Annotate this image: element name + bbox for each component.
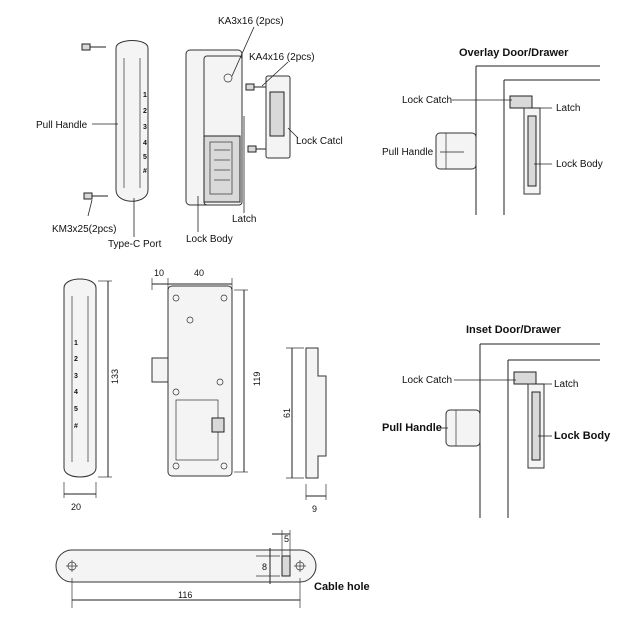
pull-handle-icon xyxy=(115,40,149,202)
mounting-plate-view: 116 5 8 Cable hole xyxy=(55,530,370,608)
lock-catch-icon xyxy=(265,75,291,159)
plate-height-dim: 8 xyxy=(262,562,267,572)
inset-pull-handle-label: Pull Handle xyxy=(382,422,442,434)
inset-lock-body-label: Lock Body xyxy=(554,430,611,442)
overlay-door-diagram: Overlay Door/Drawer Lock Catch Latch Pul… xyxy=(382,47,603,215)
screw-side-label: KA4x16 (2pcs) xyxy=(249,52,315,63)
lock-catch-label: Lock Catcl xyxy=(296,136,343,147)
top-screw-icon xyxy=(81,43,106,51)
inset-lock-body-icon xyxy=(527,383,545,469)
screw-top-label: KA3x16 (2pcs) xyxy=(218,16,284,27)
front-key-3: 3 xyxy=(74,373,78,380)
overlay-lock-catch-label: Lock Catch xyxy=(402,95,452,106)
overlay-lock-body-icon xyxy=(523,107,541,195)
overlay-lock-body-label: Lock Body xyxy=(556,159,603,170)
front-key-1: 1 xyxy=(74,340,78,347)
overlay-latch-label: Latch xyxy=(556,103,580,114)
inset-pull-handle-icon xyxy=(445,409,481,447)
cable-hole-icon xyxy=(281,555,291,577)
key-4: 4 xyxy=(143,140,147,147)
latch-label: Latch xyxy=(232,214,256,225)
overlay-pull-handle-icon xyxy=(435,132,477,170)
inset-title: Inset Door/Drawer xyxy=(466,324,561,336)
lock-body-dimension-view: 10 40 119 xyxy=(151,268,262,477)
lock-body-label: Lock Body xyxy=(186,234,233,245)
front-key-5: 5 xyxy=(74,406,78,413)
overlay-pull-handle-label: Pull Handle xyxy=(382,147,434,158)
catch-depth-dim: 9 xyxy=(312,504,317,514)
bottom-screw-icon xyxy=(83,192,108,200)
handle-height-dim: 133 xyxy=(110,369,120,384)
handle-width-dim: 20 xyxy=(71,502,81,512)
handle-keypad: 1 2 3 4 5 # xyxy=(143,92,147,175)
handle-dimension-view: 1 2 3 4 5 # 133 20 xyxy=(63,278,120,512)
front-key-2: 2 xyxy=(74,356,78,363)
key-hash: # xyxy=(143,168,147,175)
front-key-hash: # xyxy=(74,423,78,430)
body-height-dim: 119 xyxy=(252,372,262,386)
inset-door-diagram: Inset Door/Drawer Lock Catch Latch Pull … xyxy=(382,324,611,518)
inset-lock-catch-label: Lock Catch xyxy=(402,375,452,386)
body-width-dim: 40 xyxy=(194,268,204,278)
lock-catch-dimension-view: 61 9 xyxy=(282,347,327,514)
key-2: 2 xyxy=(143,108,147,115)
body-offset-dim: 10 xyxy=(154,268,164,278)
type-c-label: Type-C Port xyxy=(108,239,162,250)
exploded-view: 1 2 3 4 5 # xyxy=(36,16,343,250)
pull-handle-label: Pull Handle xyxy=(36,120,88,131)
key-3: 3 xyxy=(143,124,147,131)
key-1: 1 xyxy=(143,92,147,99)
overlay-lock-catch-icon xyxy=(509,95,533,109)
screw-bottom-label: KM3x25(2pcs) xyxy=(52,224,116,235)
inset-latch-label: Latch xyxy=(554,379,578,390)
plate-offset-dim: 5 xyxy=(284,534,289,544)
inset-lock-catch-icon xyxy=(513,371,537,385)
front-key-4: 4 xyxy=(74,389,78,396)
cable-hole-label: Cable hole xyxy=(314,581,370,593)
overlay-title: Overlay Door/Drawer xyxy=(459,47,569,59)
plate-length-dim: 116 xyxy=(178,590,192,600)
key-5: 5 xyxy=(143,154,147,161)
lock-body-icon xyxy=(185,49,243,206)
catch-height-dim: 61 xyxy=(282,408,292,418)
